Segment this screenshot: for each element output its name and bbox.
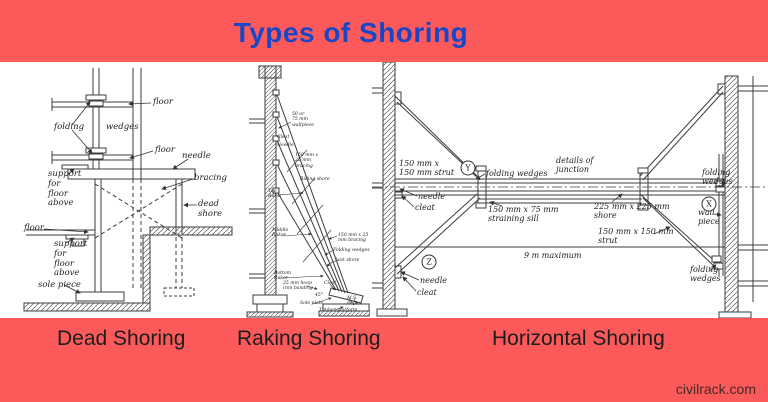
caption-raking-shoring: Raking Shoring (237, 327, 381, 350)
raking-shoring-drawing (246, 65, 370, 318)
page-title: Types of Shoring (233, 17, 469, 48)
dead-shoring-leaders (43, 101, 197, 294)
horizontal-shoring-leaders (399, 173, 726, 292)
watermark: civilrack.com (675, 381, 756, 397)
horizontal-shoring-drawing (372, 62, 768, 318)
dead-shoring-drawing (23, 68, 233, 312)
caption-dead-shoring: Dead Shoring (57, 327, 186, 350)
dead-shoring-structure (23, 68, 233, 312)
horizontal-shoring-structure (372, 62, 768, 318)
raking-shoring-leaders (277, 121, 344, 311)
raking-shoring-structure (246, 65, 370, 318)
caption-horizontal-shoring: Horizontal Shoring (492, 327, 665, 350)
